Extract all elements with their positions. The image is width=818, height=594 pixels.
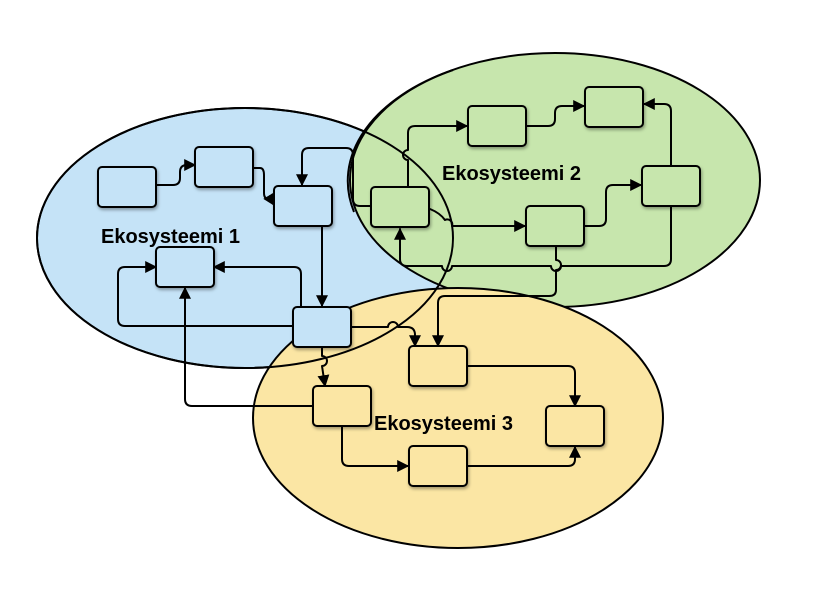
edge-n11-n12 [465,445,581,467]
edge-n2-n3 [252,167,275,207]
edge-n9-n4 [179,286,314,407]
ecosystem-1-outline [36,107,454,369]
node-e2-c[interactable] [584,86,644,128]
edge-n5-n10 [350,321,421,348]
node-e1-d[interactable] [155,246,215,288]
edge-n7-n13 [526,100,586,127]
edge-n10-n12 [465,365,581,408]
edge-n6-n8 [429,208,527,232]
node-e2-e[interactable] [641,165,701,207]
node-e3-b[interactable] [408,345,468,387]
edge-n5-n4-right [212,261,302,310]
edge-n1-n2 [155,159,197,186]
node-e3-d[interactable] [545,405,605,447]
edge-n6-n7 [402,120,469,189]
node-e1-e[interactable] [292,306,352,348]
node-e3-c[interactable] [408,445,468,487]
edge-n14-n13 [642,98,672,168]
node-e2-a[interactable] [370,186,430,228]
ecosystem-3-region [252,287,664,549]
edge-n5-n9 [317,346,330,388]
node-e1-b[interactable] [194,146,254,188]
edge-n8-n10 [432,244,562,348]
edge-n5-n4-loop [117,261,294,327]
node-e2-b[interactable] [467,105,527,147]
node-e1-c[interactable] [273,185,333,227]
ecosystem-1-label: Ekosysteemi 1 [101,226,240,248]
edge-n8-n14 [584,179,643,227]
node-e1-a[interactable] [97,166,157,208]
edge-n6-n3 [296,147,373,207]
node-e2-d[interactable] [525,205,585,247]
ecosystem-2-outline-arc [346,69,454,213]
edge-n9-n11 [341,425,410,472]
connector-lines [117,98,672,472]
node-group [97,86,701,487]
ecosystem-2-label: Ekosysteemi 2 [442,163,581,185]
ecosystem-3-label: Ekosysteemi 3 [374,413,513,435]
edge-n14-n6 [394,205,672,272]
node-e3-a[interactable] [312,385,372,427]
